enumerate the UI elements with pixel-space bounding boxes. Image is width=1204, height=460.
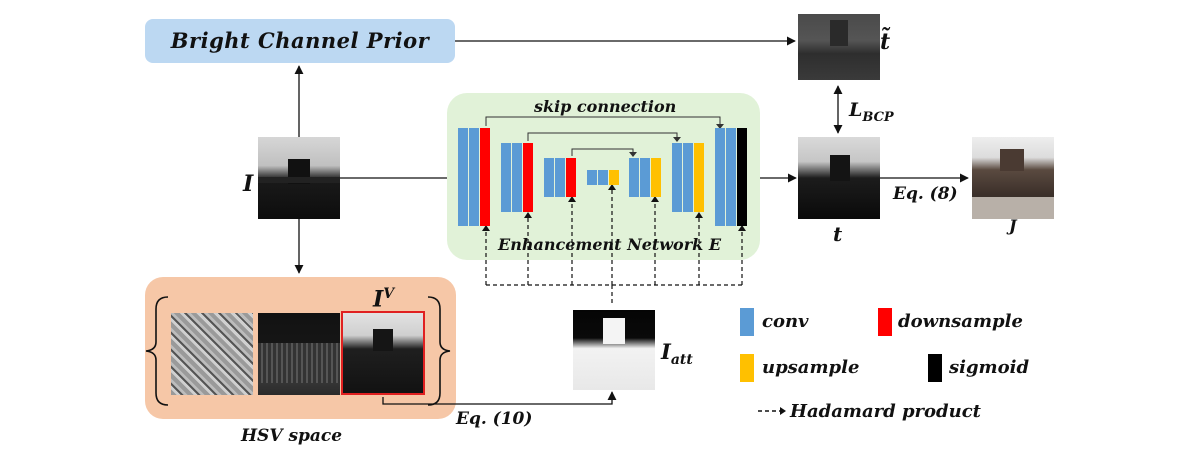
hue-image [171,313,253,395]
conv-block [726,128,736,226]
downsample-block [566,158,576,197]
attention-image [573,310,655,390]
sigmoid-block [737,128,747,226]
conv-block [629,158,639,197]
right-brace [427,296,451,406]
legend-upsample-swatch [740,354,754,382]
conv-block [640,158,650,197]
legend-downsample-label: downsample [898,311,1023,332]
legend-conv-swatch [740,308,754,336]
conv-block [715,128,725,226]
t-label: t [833,222,843,246]
input-image [258,137,340,219]
left-brace [145,296,169,406]
upsample-block [694,143,704,212]
legend-downsample-swatch [878,308,892,336]
conv-block [672,143,682,212]
eq10-label: Eq. (10) [456,409,533,429]
legend-hadamard-label: Hadamard product [790,401,981,422]
value-image [341,311,425,395]
bright-channel-prior-box: Bright Channel Prior [145,19,455,63]
upsample-block [651,158,661,197]
skip-line-middle [527,132,678,141]
l-bcp-label: LBCP [849,99,894,125]
skip-line-inner [571,148,634,156]
legend-conv-label: conv [762,311,809,332]
enhancement-network-label: Enhancement Network E [498,235,722,254]
conv-block [501,143,511,212]
iv-label: IV [373,286,395,313]
conv-block [683,143,693,212]
downsample-block [480,128,490,226]
conv-block [512,143,522,212]
j-image [972,137,1054,219]
hadamard-lines [485,187,743,305]
upsample-block [609,170,619,185]
conv-block [544,158,554,197]
conv-block [598,170,608,185]
conv-block [555,158,565,197]
legend-upsample-label: upsample [762,357,860,378]
conv-block [469,128,479,226]
conv-block [587,170,597,185]
legend-sigmoid-swatch [928,354,942,382]
t-tilde-label: t̃ [880,29,891,55]
hsv-space-label: HSV space [241,426,343,446]
legend-sigmoid-label: sigmoid [949,357,1030,378]
t-tilde-image [798,14,880,80]
t-image [798,137,880,219]
skip-line-outer [485,116,721,128]
iatt-label: Iatt [661,339,693,369]
j-label: J [1009,216,1017,235]
skip-connection-label: skip connection [534,97,677,116]
bcp-label: Bright Channel Prior [170,28,430,53]
arrow-iv-to-iatt [382,391,617,405]
saturation-image [258,313,340,395]
eq8-label: Eq. (8) [893,184,958,204]
downsample-block [523,143,533,212]
input-label: I [243,171,254,197]
conv-block [458,128,468,226]
